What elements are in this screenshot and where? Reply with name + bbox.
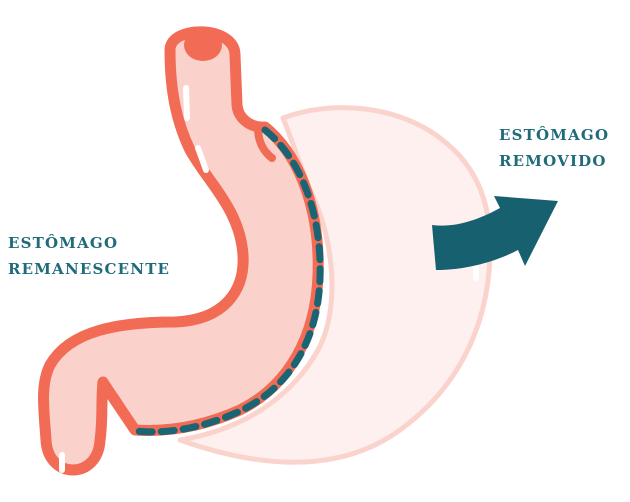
removed-stomach-label: ESTÔMAGO REMOVIDO xyxy=(499,122,609,174)
esophagus-opening xyxy=(184,29,222,61)
removed-label-line1: ESTÔMAGO xyxy=(499,122,609,148)
remaining-stomach-label: ESTÔMAGO REMANESCENTE xyxy=(8,230,170,282)
highlight-upper xyxy=(186,88,187,118)
remaining-label-line2: REMANESCENTE xyxy=(8,256,170,282)
remaining-label-line1: ESTÔMAGO xyxy=(8,230,170,256)
removed-label-line2: REMOVIDO xyxy=(499,148,609,174)
